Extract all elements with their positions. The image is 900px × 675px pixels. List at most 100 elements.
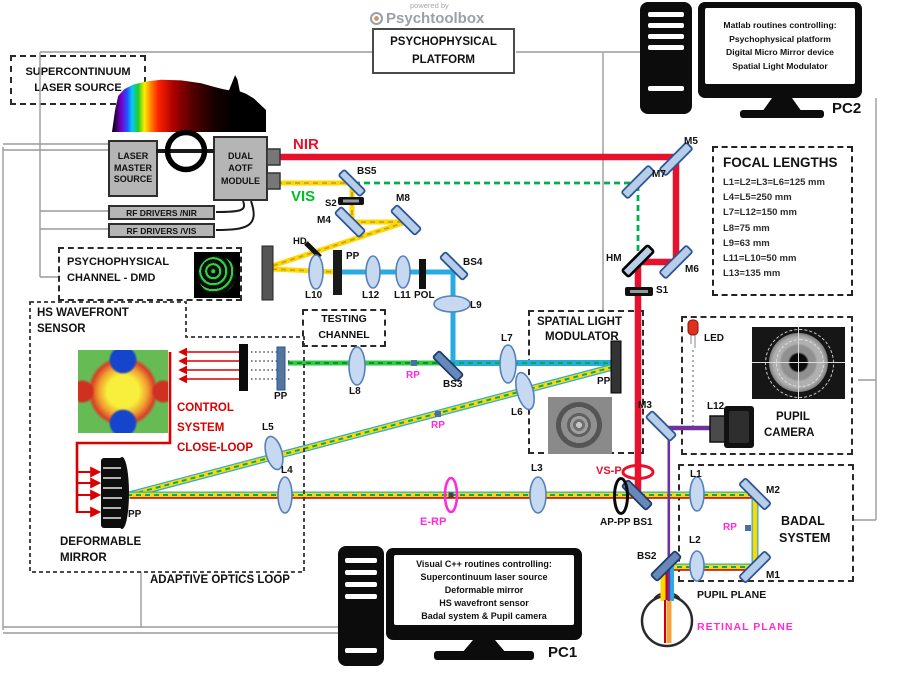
lenslet-array	[239, 344, 248, 391]
beamsplitter-bs2	[650, 550, 682, 582]
control-line3: CLOSE-LOOP	[177, 442, 254, 454]
l8-label: L8	[349, 386, 361, 397]
vis-beam	[354, 181, 640, 258]
supercontinuum-line1: SUPERCONTINUUM	[25, 65, 131, 78]
e-rp-center	[448, 492, 454, 498]
tower-slot	[648, 45, 684, 50]
tower-slot	[648, 23, 684, 28]
laser-line: LASER	[117, 150, 149, 161]
aotf-line: DUAL	[228, 151, 253, 162]
m4-label: M4	[317, 215, 331, 226]
l9-label: L9	[470, 300, 482, 311]
ap-pp-plane	[613, 477, 629, 515]
dmd-pattern-image	[194, 252, 240, 298]
deformable-mirror	[101, 457, 129, 529]
vis-label: VIS	[291, 188, 316, 205]
lens-l4	[277, 476, 293, 514]
psychtoolbox-name: Psychtoolbox	[386, 10, 485, 27]
powered-by-text: powered by	[410, 1, 449, 10]
focal-title: FOCAL LENGTHS	[723, 155, 838, 170]
beamsplitter-bs4	[439, 251, 469, 281]
control-line1: CONTROL	[177, 402, 234, 414]
tower-slot	[648, 34, 684, 39]
pc2-text-line: Digital Micro Mirror device	[726, 47, 834, 57]
focal-lengths-box: FOCAL LENGTHS L1=L2=L3=L6=125 mm L4=L5=2…	[712, 146, 853, 296]
pc1-text-line: HS wavefront sensor	[439, 597, 529, 608]
pupil-plane-label: PUPIL PLANE	[697, 589, 767, 601]
l4-label: L4	[281, 465, 293, 476]
m2-label: M2	[766, 485, 780, 496]
control-line2: SYSTEM	[177, 422, 225, 434]
pc1-monitor-base	[434, 651, 534, 660]
pc1-text-line: Supercontinuum laser source	[420, 571, 548, 582]
badal-line2: SYSTEM	[779, 531, 831, 545]
wavefront-map-image	[78, 350, 168, 433]
pc1-label: PC1	[548, 644, 578, 661]
platform-line2: PLATFORM	[411, 54, 476, 66]
slm-title-line2: MODULATOR	[545, 331, 619, 343]
lens-l11	[395, 255, 411, 289]
sensor-pupil-plane	[276, 346, 286, 391]
focal-line: L13=135 mm	[723, 268, 781, 280]
pupilcam-line2: CAMERA	[764, 427, 815, 439]
dual-aotf-module-box: DUAL AOTF MODULE	[213, 136, 268, 201]
nir-label: NIR	[293, 136, 319, 153]
lens-l6	[515, 371, 535, 411]
mirror-m7	[621, 165, 655, 199]
laser-line: SOURCE	[113, 174, 153, 185]
mirror-m5	[659, 142, 693, 176]
s1-label: S1	[656, 285, 669, 296]
focal-line: L7=L12=150 mm	[723, 207, 797, 219]
rp-label-3: RP	[723, 522, 737, 533]
pupil-image	[752, 327, 845, 399]
pc2-monitor-stand	[762, 98, 802, 112]
rp-marker	[411, 360, 417, 366]
hd-mirror	[304, 241, 322, 259]
laser-master-source-box: LASER MASTER SOURCE	[108, 140, 158, 197]
rp-label-1: RP	[406, 370, 420, 381]
lens-l2	[689, 550, 705, 582]
pc1-monitor-stand	[462, 640, 506, 653]
m3-label: M3	[638, 400, 652, 411]
led-label: LED	[704, 333, 724, 344]
vs-p-plane	[621, 464, 655, 480]
dmd-title-line1: PSYCHOPHYSICAL	[67, 256, 170, 268]
adaptive-optics-box	[29, 301, 305, 573]
lens-l1	[689, 476, 705, 512]
aotf-line: MODULE	[221, 175, 260, 186]
focal-line: L11=L10=50 mm	[723, 253, 797, 265]
e-rp-label: E-RP	[420, 516, 447, 528]
psychophysical-channel-box	[58, 247, 242, 301]
slm-title-line1: SPATIAL LIGHT	[537, 316, 622, 328]
ap-pp-bs1-label: AP-PP BS1	[600, 517, 653, 528]
bs3-label: BS3	[443, 379, 463, 390]
planes-and-stops	[239, 197, 653, 394]
lens-l5	[264, 435, 284, 471]
badal-box	[678, 464, 854, 582]
badal-beam	[667, 492, 759, 571]
led-icon	[687, 319, 699, 426]
control-wires	[2, 51, 877, 634]
rf-drivers-vis-box: RF DRIVERS /VIS	[108, 223, 215, 238]
m8-label: M8	[396, 193, 410, 204]
hs-sensor-rays	[178, 347, 290, 384]
retinal-plane-label: RETINAL PLANE	[697, 621, 794, 633]
l12-testing-label: L12	[362, 290, 380, 301]
purple-beam	[667, 425, 713, 601]
pc2-text-line: Psychophysical platform	[729, 33, 831, 44]
pc2-text-line: Spatial Light Modulator	[732, 60, 828, 71]
pc2-monitor: Matlab routines controlling: Psychophysi…	[698, 2, 862, 98]
shutter-s1-slit	[630, 290, 648, 293]
pc1-tower	[338, 546, 384, 666]
pp-testing-label: PP	[346, 251, 360, 262]
l2-label: L2	[689, 535, 701, 546]
lens-l12	[365, 255, 381, 289]
dmd-speckle	[198, 256, 236, 294]
l3-label: L3	[531, 463, 543, 474]
e-rp-plane	[443, 476, 459, 514]
hot-mirror	[621, 244, 655, 278]
rp-marker	[745, 525, 751, 531]
tower-slot	[345, 594, 377, 599]
